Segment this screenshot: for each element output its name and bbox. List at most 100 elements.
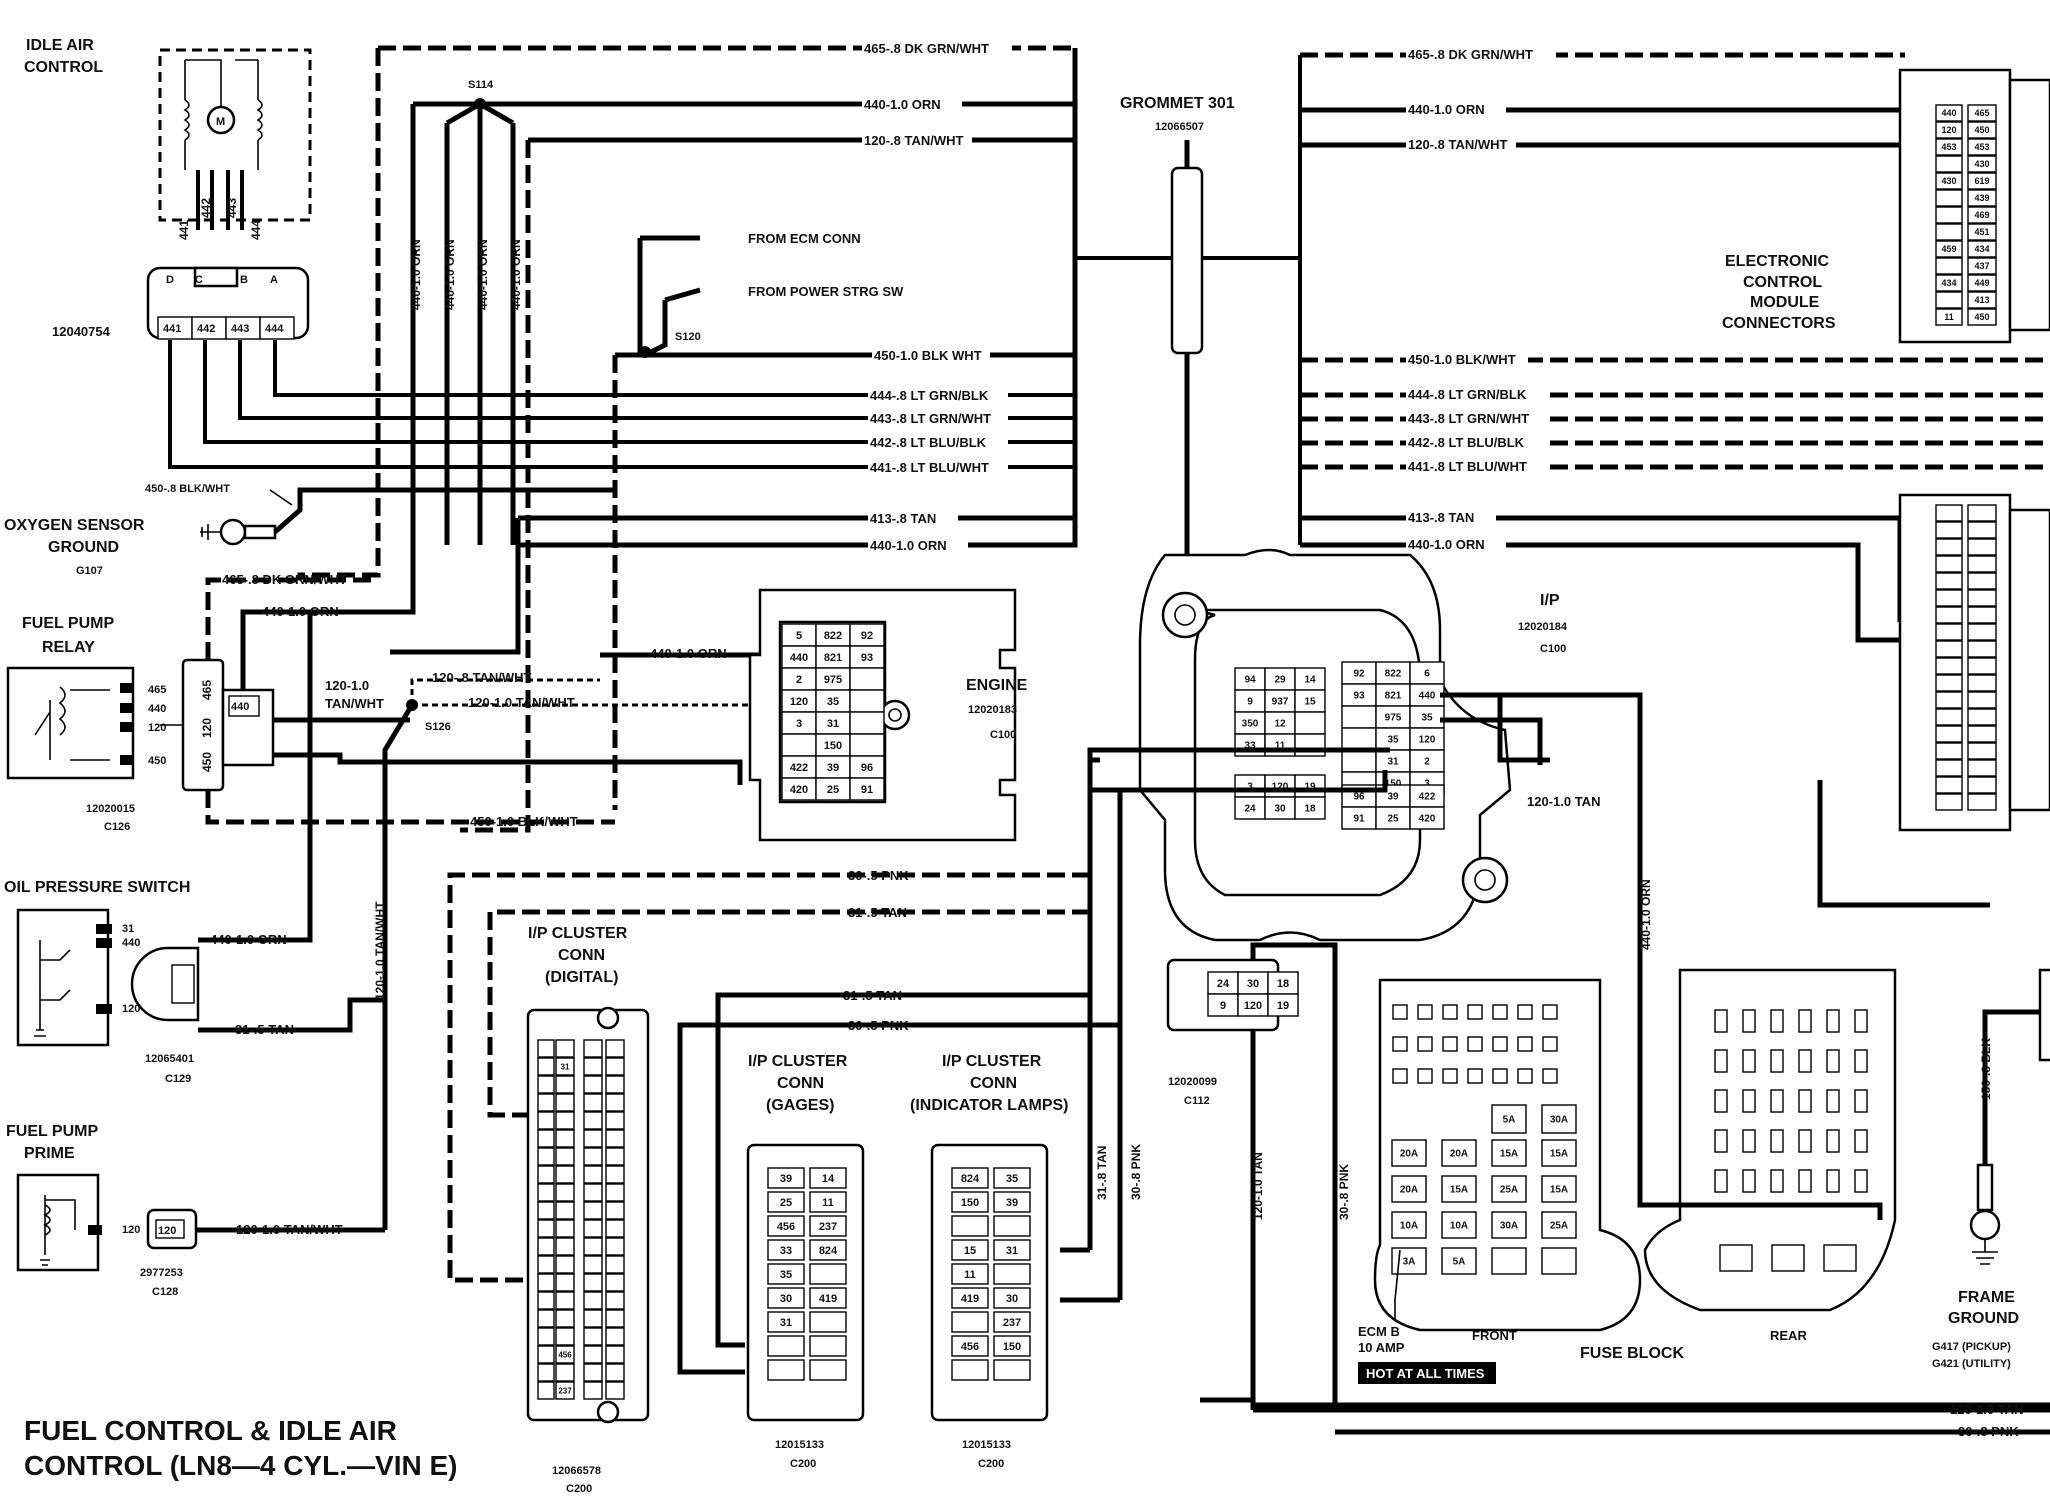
wire-label-p30b: 30-.5 PNK <box>848 1018 909 1033</box>
ecm-bottom-right-pin-cell <box>1967 691 1997 709</box>
ecm-top-left-pin-cell <box>1935 206 1963 224</box>
ip-pin-label: 3 <box>1247 782 1253 793</box>
engine-pin-label: 39 <box>827 762 839 774</box>
gages-right-pin-cell <box>809 1239 847 1261</box>
fuse-front-slot-cell <box>1492 1068 1508 1084</box>
iac-wire-442: 442 <box>199 198 213 218</box>
ip-mount-hole <box>1161 591 1209 639</box>
ecm-top-right-pin-cell <box>1967 155 1997 173</box>
digital-far-pin-cell <box>605 1039 625 1058</box>
digital-mid-pin-label: 31 <box>561 1062 570 1071</box>
frame-ground-label-1: FRAME <box>1958 1289 2015 1306</box>
fuse-rear-relay-cell <box>1770 1049 1784 1073</box>
fuse-rear-relay-cell <box>1826 1009 1840 1033</box>
relay-body-450: 450 <box>200 752 214 772</box>
engine-pin-label: 35 <box>827 696 839 708</box>
fuse-front-slot-cell <box>1467 1004 1483 1020</box>
right-harness: 465-.8 DK GRN/WHT 440-1.0 ORN 120-.8 TAN… <box>1298 47 2050 908</box>
digital-mid-pin-cell <box>555 1381 575 1400</box>
digital-mid-pin-cell <box>555 1111 575 1130</box>
ip-pin-label: 33 <box>1244 741 1256 752</box>
fuse-front-fuse-label: 15A <box>1450 1185 1468 1196</box>
wire-label-r120: 120-.8 TAN/WHT <box>1408 137 1507 152</box>
gages-right-pin-cell <box>809 1215 847 1237</box>
digital-far-pin-cell <box>605 1111 625 1130</box>
ecm-top-left-pin-cell <box>1935 240 1963 258</box>
digital-mid-pin-cell <box>555 1237 575 1256</box>
iac-pin-443: 443 <box>231 323 249 335</box>
digital-left-pin-cell <box>537 1165 555 1184</box>
wire-oil-440 <box>198 612 313 943</box>
engine-pin-label: 150 <box>824 740 842 752</box>
wire-from-ps-stub <box>664 287 701 303</box>
splice-s120-label: S120 <box>675 331 701 343</box>
ecm-top-right-pin-label: 450 <box>1974 125 1989 135</box>
fuse-front-slot-cell <box>1492 1004 1508 1020</box>
gages-right-pin-cell <box>809 1167 847 1189</box>
frame-ground-edge <box>2038 968 2050 1062</box>
ecm-top-right-pin-cell <box>1967 223 1997 241</box>
fuel-pump-relay: FUEL PUMP RELAY 465 440 120 450 12020015… <box>6 572 743 833</box>
label-bg <box>1406 412 1546 427</box>
lamps-left-pin-cell <box>951 1239 989 1261</box>
fuse-rear-relay-cell <box>1770 1089 1784 1113</box>
c112-pin-label: 24 <box>1217 978 1230 990</box>
engine-pin-label: 822 <box>824 630 842 642</box>
digital-mid-pin-cell <box>555 1363 575 1382</box>
digital-left-pin-cell <box>537 1201 555 1220</box>
fuse-front-fuse-label: 20A <box>1400 1149 1418 1160</box>
fuse-front-fuse-cell <box>1391 1139 1427 1167</box>
ecm-top-left-pin-cell <box>1935 308 1963 326</box>
ecm-top-right-pin-cell <box>1967 121 1997 139</box>
lamps-left-pin-label: 15 <box>964 1245 976 1257</box>
digital-far-pin-cell <box>605 1291 625 1310</box>
lamps-left-pin-label: 456 <box>961 1341 979 1353</box>
wire-31-tan-a <box>487 909 1090 1118</box>
ecm-top-latch <box>2008 78 2050 332</box>
ecm-top-left-pin-label: 11 <box>1944 312 1954 322</box>
lamps-left-pin-cell <box>951 1311 989 1333</box>
ecm-top-cells: 4401204534304594341146545045343061943946… <box>1935 104 1997 326</box>
digital-right-pin-cell <box>583 1165 603 1184</box>
wire-label-s126-right: 120-1.0 TAN/WHT <box>468 695 575 710</box>
ip-pin-label: 31 <box>1387 757 1399 768</box>
relay-label-2: RELAY <box>42 639 95 656</box>
ecm-top-right-pin-label: 434 <box>1974 244 1989 254</box>
digital-mid-pin-cell <box>555 1165 575 1184</box>
fuse-front-top-label: 30A <box>1550 1115 1568 1126</box>
wire-465-left <box>297 48 381 580</box>
lamps-left-pin-label: 824 <box>961 1173 980 1185</box>
lamps-left-pin-label: 11 <box>964 1269 976 1281</box>
ip-pin-cell <box>1294 733 1326 757</box>
ecm-bottom-right-pin-cell <box>1967 640 1997 658</box>
digital-left-pin-cell <box>537 1093 555 1112</box>
s114-branches <box>444 123 516 545</box>
iac-wire-443: 443 <box>225 198 239 218</box>
fuse-front-fuse-label: 30A <box>1500 1221 1518 1232</box>
prime-connector-pin-label: 120 <box>158 1225 176 1237</box>
iac-label-1: IDLE AIR <box>26 37 94 54</box>
oil-pin <box>96 1004 112 1014</box>
wire-relay-440 <box>240 609 350 690</box>
engine-connector-bolt <box>879 699 911 731</box>
digital-far-pin-cell <box>605 1201 625 1220</box>
engine-pin-label: 2 <box>796 674 802 686</box>
wire-label-r465: 465-.8 DK GRN/WHT <box>1408 47 1533 62</box>
ecm-top-right-pin-label: 439 <box>1974 193 1989 203</box>
ecm-top-right-pin-cell <box>1967 138 1997 156</box>
ecm-bottom-right-pin-cell <box>1967 742 1997 760</box>
engine-pin-label: 91 <box>861 784 873 796</box>
digital-right-pin-cell <box>583 1273 603 1292</box>
ecm-top-right-pin-label: 413 <box>1974 295 1989 305</box>
lamps-right-pin-cell <box>993 1215 1031 1237</box>
digital-right-pin-cell <box>583 1129 603 1148</box>
fuse-front-label: FRONT <box>1472 1328 1517 1343</box>
oil-pin-31: 31 <box>122 923 134 935</box>
wire-label-b120: 120-1.0 TAN <box>1950 1402 2023 1417</box>
ecm-bottom-left-pin-cell <box>1935 640 1963 658</box>
engine-pin-label: 422 <box>790 762 808 774</box>
fuse-front-slot-cell <box>1417 1068 1433 1084</box>
wire-label-444: 444-.8 LT GRN/BLK <box>870 388 989 403</box>
relay-pin-440: 440 <box>148 703 166 715</box>
ip-pin-label: 3 <box>1424 779 1430 790</box>
